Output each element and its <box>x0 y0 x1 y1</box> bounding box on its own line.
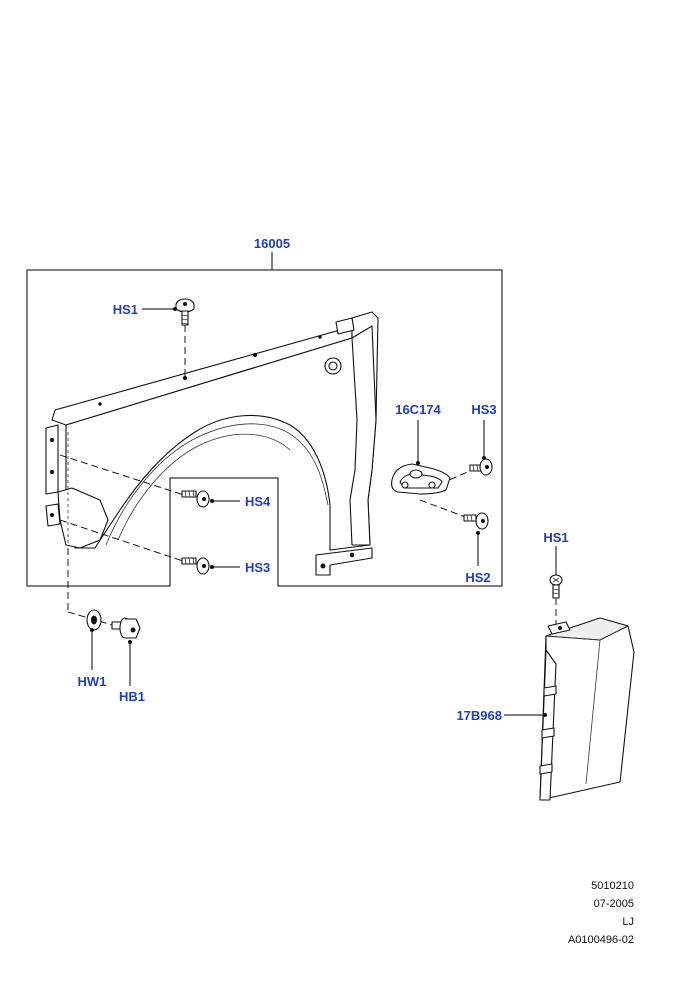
callout-hs2[interactable]: HS2 <box>465 570 490 585</box>
ref-line-3: LJ <box>622 916 634 928</box>
front-fender[interactable] <box>45 311 379 576</box>
screw-hs3-bracket[interactable] <box>469 458 493 476</box>
callout-hs1-trim[interactable]: HS1 <box>543 530 568 545</box>
ref-line-4: A0100496-02 <box>567 934 634 946</box>
ref-line-2: 07-2005 <box>593 898 634 910</box>
callout-hw1[interactable]: HW1 <box>78 674 107 689</box>
screw-hs2[interactable] <box>463 512 489 530</box>
callout-hb1[interactable]: HB1 <box>119 689 145 704</box>
callout-hs1-top[interactable]: HS1 <box>113 302 138 317</box>
fix-line-hs4 <box>59 454 191 498</box>
screw-hs1-trim[interactable] <box>549 574 563 599</box>
fix-line-hs2 <box>419 499 469 519</box>
callout-16c174[interactable]: 16C174 <box>395 402 441 417</box>
callout-hs4[interactable]: HS4 <box>245 494 271 509</box>
callout-16005[interactable]: 16005 <box>254 236 290 251</box>
fix-line-hs3-low <box>59 519 187 563</box>
screw-hs1-top[interactable] <box>175 298 195 326</box>
group-outline-box <box>26 269 503 587</box>
screw-hs4[interactable] <box>181 490 210 508</box>
washer-hw1[interactable] <box>86 609 102 631</box>
callout-hs3-bracket[interactable]: HS3 <box>471 402 496 417</box>
screw-hs3-low[interactable] <box>181 557 210 575</box>
callout-hs3-low[interactable]: HS3 <box>245 560 270 575</box>
trim-panel-17b968[interactable] <box>539 617 635 801</box>
bracket-16c174[interactable] <box>391 463 451 495</box>
ref-line-1: 5010210 <box>591 880 634 892</box>
callout-17b968[interactable]: 17B968 <box>456 708 502 723</box>
nut-hb1[interactable] <box>111 617 141 639</box>
